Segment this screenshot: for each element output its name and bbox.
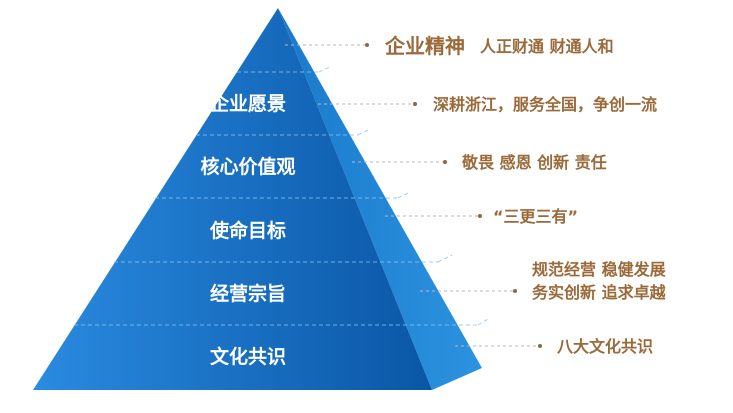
- pyramid-side-face: [278, 8, 482, 390]
- vision-description: 深耕浙江，服务全国，争创一流: [433, 95, 657, 114]
- purpose-description-line1: 规范经营 稳健发展: [532, 260, 667, 279]
- mission-description: “三更三有”: [493, 207, 578, 226]
- level-label-vision: 企业愿景: [209, 92, 286, 115]
- level-label-core-values: 核心价值观: [200, 155, 295, 178]
- purpose-description-line2: 务实创新 追求卓越: [532, 283, 667, 302]
- level-label-purpose: 经营宗旨: [210, 282, 286, 305]
- core-values-description: 敬畏 感恩 创新 责任: [461, 153, 607, 172]
- level-label-mission: 使命目标: [209, 219, 286, 242]
- leader-lines: [285, 43, 542, 348]
- apex-title: 企业精神: [384, 34, 465, 58]
- level-label-consensus: 文化共识: [210, 345, 286, 368]
- layer-separators: [74, 66, 491, 326]
- consensus-description: 八大文化共识: [556, 337, 653, 356]
- pyramid-front-face: [33, 8, 432, 390]
- apex-description: 人正财通 财通人和: [480, 37, 614, 56]
